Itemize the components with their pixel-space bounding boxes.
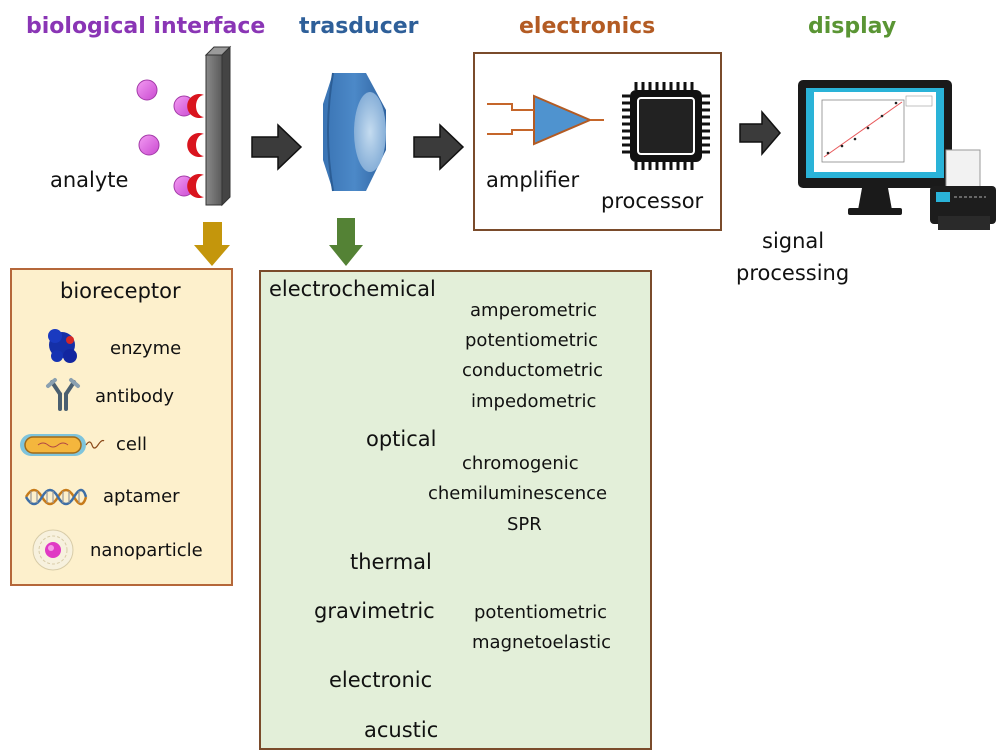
electronics-header: electronics <box>519 14 656 39</box>
flow-arrows <box>251 109 781 171</box>
bioreceptor-cell: cell <box>116 434 147 455</box>
transducer-header: trasducer <box>299 14 419 39</box>
bioreceptor-title: bioreceptor <box>60 279 181 303</box>
arrow-down-gold <box>194 222 230 266</box>
sub-magnetoelastic: magnetoelastic <box>472 632 611 653</box>
signal-label: signal <box>762 229 825 253</box>
sub-impedometric: impedometric <box>471 391 597 412</box>
electronics-box <box>473 52 722 231</box>
sensor-plate <box>204 45 232 207</box>
antibody-icon <box>46 378 80 411</box>
sub-amperometric: amperometric <box>470 300 598 321</box>
processing-label: processing <box>736 261 850 285</box>
bioreceptor-antibody: antibody <box>95 386 175 407</box>
sub-conductometric: conductometric <box>462 360 604 381</box>
transducer-types-box <box>259 270 652 750</box>
transducer-acustic: acustic <box>364 718 439 742</box>
cell-icon <box>20 434 105 456</box>
sub-chromogenic: chromogenic <box>462 453 579 474</box>
sub-potentiometric: potentiometric <box>465 330 599 351</box>
nanoparticle-icon <box>32 529 74 571</box>
monitor-icon <box>798 80 952 215</box>
processor-chip-icon <box>622 82 710 170</box>
transducer-cone-icon <box>323 72 386 192</box>
receptor-sites <box>187 94 204 198</box>
biological-interface-header: biological interface <box>26 14 266 39</box>
display-header: display <box>808 14 897 39</box>
aptamer-icon <box>24 488 88 506</box>
bioreceptor-nanoparticle: nanoparticle <box>90 540 203 561</box>
bioreceptor-enzyme: enzyme <box>110 338 182 359</box>
amplifier-icon <box>487 94 604 146</box>
processor-label: processor <box>601 189 704 213</box>
arrow-down-green <box>329 218 363 266</box>
sub-potentiometric-grav: potentiometric <box>474 602 608 623</box>
sub-chemiluminescence: chemiluminescence <box>428 483 608 504</box>
amplifier-label: amplifier <box>486 168 580 192</box>
transducer-electronic: electronic <box>329 668 433 692</box>
transducer-electrochemical: electrochemical <box>269 277 436 301</box>
printer-icon <box>930 149 996 230</box>
transducer-gravimetric: gravimetric <box>314 599 435 623</box>
transducer-optical: optical <box>366 427 437 451</box>
bioreceptor-aptamer: aptamer <box>103 486 180 507</box>
sub-spr: SPR <box>507 514 542 535</box>
enzyme-icon <box>48 329 77 363</box>
analyte-label: analyte <box>50 168 129 192</box>
transducer-thermal: thermal <box>350 550 432 574</box>
